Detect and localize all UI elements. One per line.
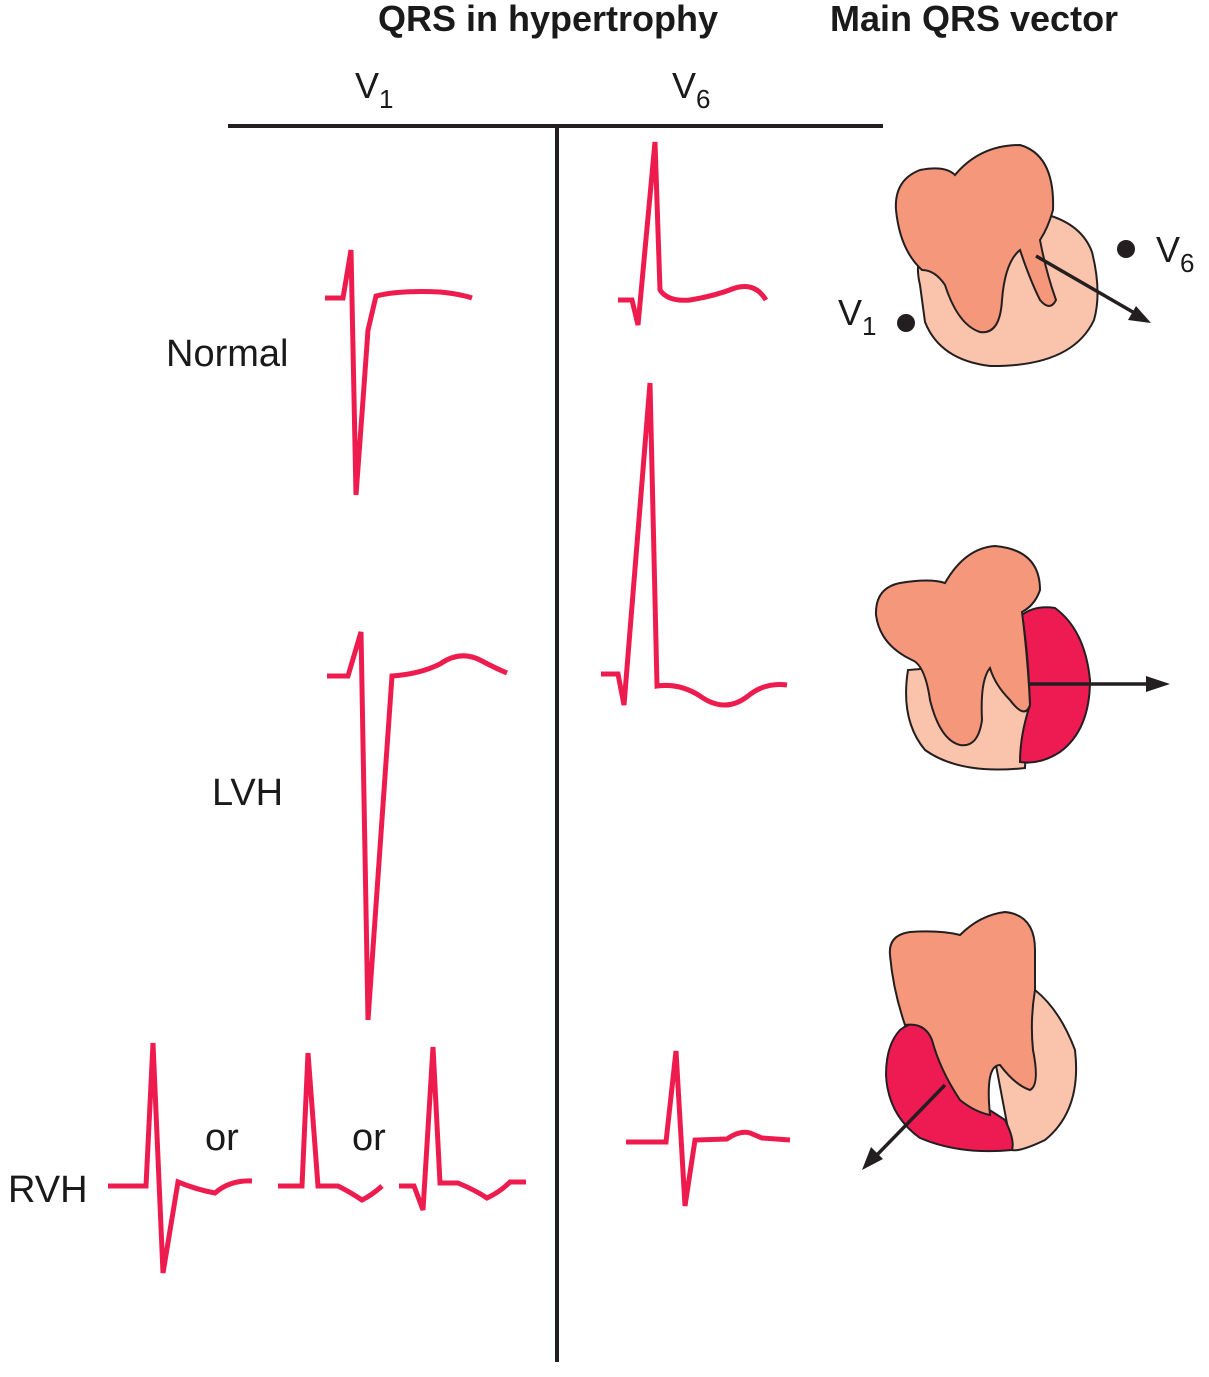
row-label-normal: Normal [166, 333, 288, 375]
heart-rvh [862, 910, 1078, 1170]
ecg-rvh-v1-c [399, 1046, 526, 1211]
ecg-rvh-v6 [626, 1050, 791, 1207]
heart-label-v1: V1 [838, 292, 876, 341]
heart-normal [894, 143, 1151, 368]
header-qrs: QRS in hypertrophy [378, 0, 718, 39]
electrode-v6-dot [1117, 240, 1135, 258]
ecg-normal-v1 [325, 249, 473, 496]
heart-label-v6: V6 [1156, 229, 1194, 278]
ecg-lvh-v1 [327, 631, 508, 1021]
row-label-lvh: LVH [212, 772, 283, 814]
header-vector: Main QRS vector [830, 0, 1118, 39]
heart-lvh [874, 544, 1170, 771]
ecg-rvh-v1-a [108, 1042, 253, 1274]
ecg-normal-v6 [618, 141, 769, 326]
electrode-v1-dot [897, 314, 915, 332]
lead-v6-label: V6 [672, 65, 710, 114]
or-label-1: or [205, 1117, 239, 1159]
ecg-rvh-v1-b [278, 1052, 384, 1203]
ecg-lvh-v6 [601, 382, 788, 708]
row-label-rvh: RVH [8, 1169, 88, 1211]
lead-v1-label: V1 [355, 65, 393, 114]
or-label-2: or [352, 1117, 386, 1159]
